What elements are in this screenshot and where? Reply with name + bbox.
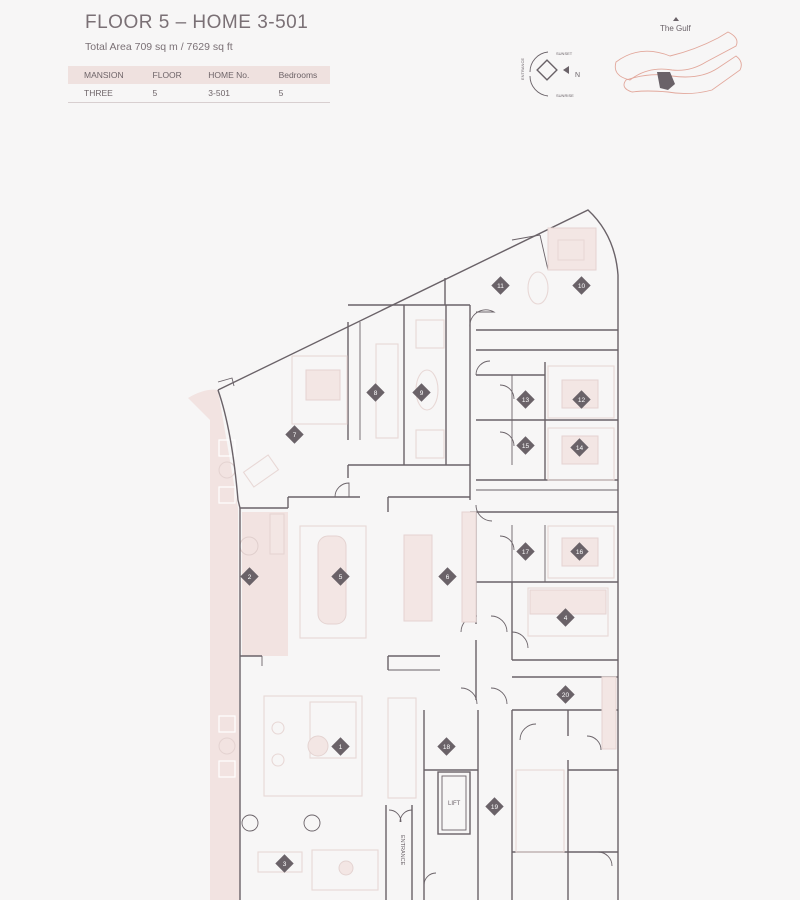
svg-text:10: 10 <box>578 283 586 290</box>
key-map-building-outline <box>614 31 738 81</box>
room-badge-15: 15 <box>516 436 535 455</box>
room-badge-6: 6 <box>438 567 457 586</box>
room-badge-16: 16 <box>570 542 589 561</box>
svg-text:8: 8 <box>374 390 378 397</box>
svg-text:13: 13 <box>522 397 530 404</box>
room-badge-11: 11 <box>491 276 510 295</box>
svg-text:2: 2 <box>248 574 252 581</box>
compass: N SUNSET SUNRISE ENTRANCE <box>520 51 580 98</box>
outer-walls <box>217 209 619 900</box>
room-badge-8: 8 <box>366 383 385 402</box>
svg-text:18: 18 <box>443 744 451 751</box>
header-mansion: MANSION <box>68 66 137 84</box>
key-map-label: The Gulf <box>660 24 691 33</box>
cell-bedrooms: 5 <box>262 84 330 103</box>
gulf-arrow-icon <box>673 17 679 21</box>
svg-text:1: 1 <box>339 744 343 751</box>
svg-text:15: 15 <box>522 443 530 450</box>
total-area-text: Total Area 709 sq m / 7629 sq ft <box>85 41 233 53</box>
north-arrow-icon <box>563 66 569 74</box>
room-badge-14: 14 <box>570 438 589 457</box>
key-map-building-outline-2 <box>623 55 742 95</box>
svg-text:4: 4 <box>564 615 568 622</box>
furniture <box>241 227 617 891</box>
info-table: MANSION FLOOR HOME No. Bedrooms THREE 5 … <box>68 66 330 103</box>
compass-sunset-label: SUNSET <box>556 51 573 56</box>
header-home-no: HOME No. <box>192 66 263 84</box>
room-badge-4: 4 <box>556 608 575 627</box>
header-bedrooms: Bedrooms <box>262 66 330 84</box>
svg-text:11: 11 <box>497 283 504 290</box>
room-badge-12: 12 <box>572 390 591 409</box>
room-badge-7: 7 <box>285 425 304 444</box>
room-badge-9: 9 <box>412 383 431 402</box>
svg-text:20: 20 <box>562 692 570 699</box>
svg-text:16: 16 <box>576 549 584 556</box>
room-badge-2: 2 <box>240 567 259 586</box>
key-map: The Gulf <box>614 17 742 95</box>
svg-text:14: 14 <box>576 445 584 452</box>
room-badges: 1 2 3 4 5 6 7 8 <box>240 276 591 873</box>
cell-mansion: THREE <box>68 84 137 103</box>
lift-label-text: LIFT <box>448 801 461 807</box>
room-badge-20: 20 <box>556 685 575 704</box>
svg-text:5: 5 <box>339 574 343 581</box>
room-badge-5: 5 <box>331 567 350 586</box>
room-badge-10: 10 <box>572 276 591 295</box>
svg-text:19: 19 <box>491 804 499 811</box>
room-badge-1: 1 <box>331 737 350 756</box>
svg-text:6: 6 <box>446 574 450 581</box>
room-badge-19: 19 <box>485 797 504 816</box>
key-map-highlight <box>657 72 675 90</box>
page-title: FLOOR 5 – HOME 3-501 <box>85 12 309 33</box>
info-table-row: THREE 5 3-501 5 <box>68 84 330 103</box>
cell-floor: 5 <box>136 84 193 103</box>
info-table-header-row: MANSION FLOOR HOME No. Bedrooms <box>68 66 330 84</box>
room-badge-13: 13 <box>516 390 535 409</box>
compass-diamond-icon <box>536 59 558 81</box>
entrance-label: ENTRANCE <box>399 835 405 866</box>
room-badge-17: 17 <box>516 542 535 561</box>
svg-text:7: 7 <box>293 432 297 439</box>
svg-text:3: 3 <box>283 861 287 868</box>
cell-home-no: 3-501 <box>192 84 263 103</box>
compass-left-label: ENTRANCE <box>520 58 525 80</box>
header-floor: FLOOR <box>136 66 193 84</box>
room-badge-3: 3 <box>275 854 294 873</box>
svg-text:12: 12 <box>578 397 586 404</box>
svg-text:17: 17 <box>522 549 530 556</box>
terrace-zone <box>188 389 240 900</box>
compass-north-label: N <box>575 72 580 79</box>
svg-text:9: 9 <box>420 390 424 397</box>
room-badge-18: 18 <box>437 737 456 756</box>
compass-sunrise-label: SUNRISE <box>556 93 574 98</box>
